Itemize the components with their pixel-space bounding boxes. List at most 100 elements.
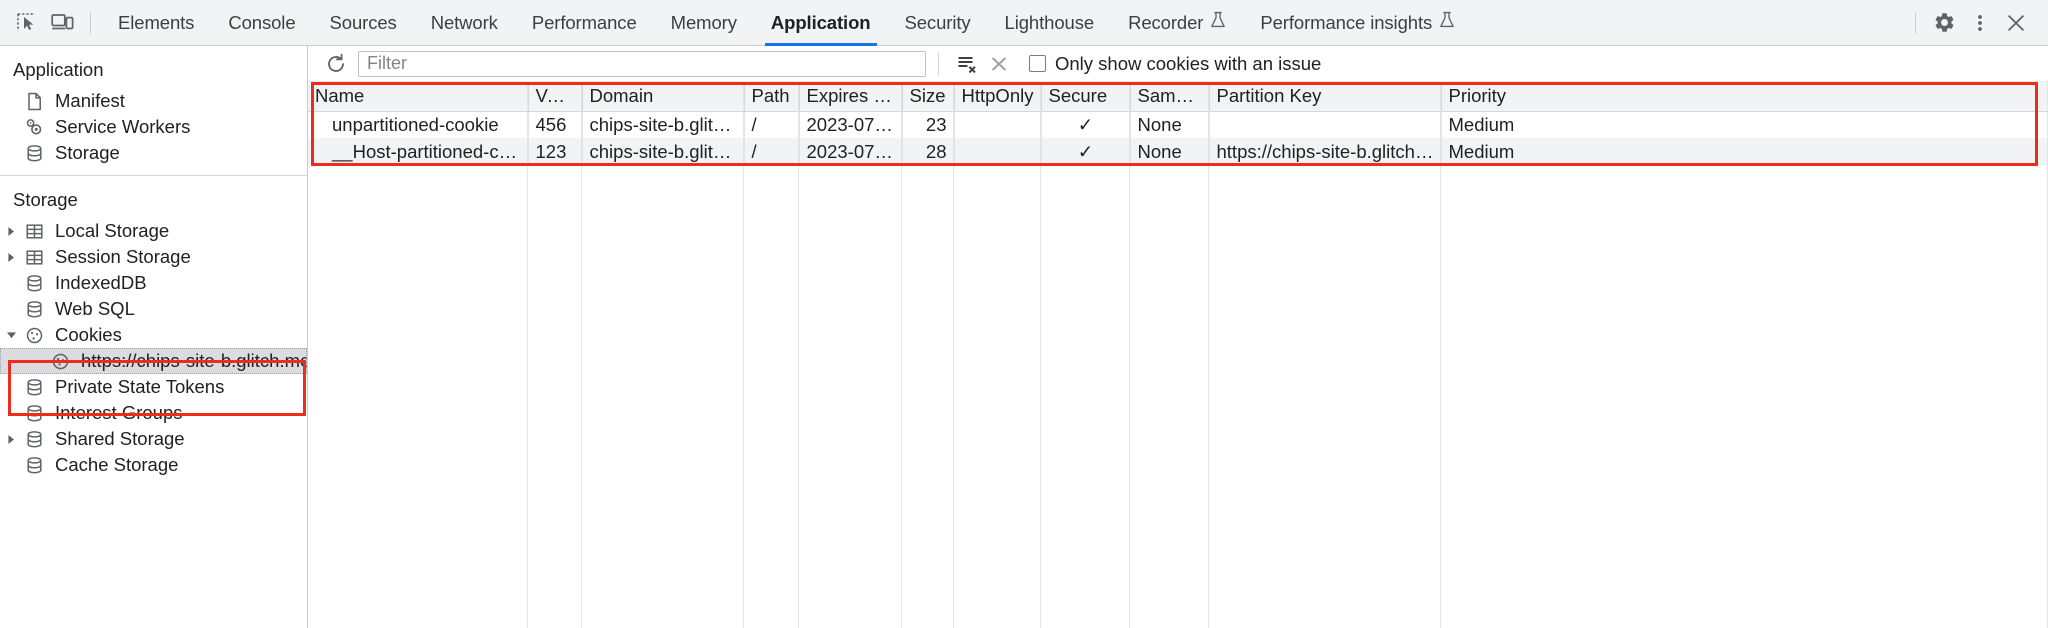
devtools-body: Application Manifest bbox=[0, 46, 2048, 628]
database-icon bbox=[22, 273, 46, 293]
column-header-name[interactable]: Name bbox=[308, 82, 529, 112]
column-header-value[interactable]: Value bbox=[528, 82, 583, 112]
tab-label: Console bbox=[228, 11, 296, 33]
toolbar-divider bbox=[938, 52, 939, 75]
sidebar-item-cache-storage[interactable]: Cache Storage bbox=[0, 452, 307, 478]
table-icon bbox=[22, 247, 46, 267]
chevron-right-icon[interactable] bbox=[3, 434, 20, 445]
column-header-httponly[interactable]: HttpOnly bbox=[954, 82, 1042, 112]
device-toolbar-icon[interactable] bbox=[44, 7, 80, 39]
panel-tabs: Elements Console Sources Network Perform… bbox=[101, 0, 1472, 46]
toolbar-divider bbox=[1915, 11, 1916, 34]
tab-lighthouse[interactable]: Lighthouse bbox=[988, 0, 1112, 46]
document-icon bbox=[22, 91, 46, 111]
cookies-table[interactable]: Name Value Domain Path Expires / M… Size… bbox=[308, 82, 2048, 165]
only-issues-checkbox[interactable]: Only show cookies with an issue bbox=[1029, 53, 1321, 75]
database-icon bbox=[22, 455, 46, 475]
sidebar-item-label: Cache Storage bbox=[55, 453, 179, 475]
clear-filtered-cookies-icon[interactable] bbox=[983, 50, 1015, 78]
column-header-secure[interactable]: Secure bbox=[1041, 82, 1131, 112]
cookies-table-container: Name Value Domain Path Expires / M… Size… bbox=[308, 82, 2048, 628]
sidebar-item-web-sql[interactable]: Web SQL bbox=[0, 296, 307, 322]
toolbar-right-actions bbox=[1905, 7, 2040, 39]
tab-label: Security bbox=[904, 11, 971, 33]
tab-application[interactable]: Application bbox=[754, 0, 888, 46]
cell-name: unpartitioned-cookie bbox=[308, 111, 529, 138]
database-icon bbox=[22, 377, 46, 397]
chevron-right-icon[interactable] bbox=[3, 226, 20, 237]
cookie-icon bbox=[22, 325, 46, 345]
sidebar-item-service-workers[interactable]: Service Workers bbox=[0, 114, 307, 140]
sidebar-item-label: Web SQL bbox=[55, 297, 135, 319]
cookies-panel: Only show cookies with an issue bbox=[308, 46, 2048, 628]
cell-path: / bbox=[744, 111, 800, 138]
cell-value: 456 bbox=[528, 111, 583, 138]
tab-label: Performance bbox=[531, 11, 637, 33]
sidebar-item-private-state-tokens[interactable]: Private State Tokens bbox=[0, 374, 307, 400]
toolbar-divider bbox=[90, 11, 91, 34]
checkbox-box[interactable] bbox=[1029, 55, 1046, 72]
tab-elements[interactable]: Elements bbox=[101, 0, 211, 46]
sidebar-item-label: Shared Storage bbox=[55, 427, 185, 449]
sidebar-item-label: https://chips-site-b.glitch.me bbox=[81, 349, 308, 371]
tab-performance[interactable]: Performance bbox=[515, 0, 654, 46]
sidebar-item-session-storage[interactable]: Session Storage bbox=[0, 244, 307, 270]
database-icon bbox=[22, 143, 46, 163]
cell-name: __Host-partitioned-cookie bbox=[308, 138, 529, 165]
tab-recorder[interactable]: Recorder bbox=[1111, 0, 1243, 46]
sidebar-section-title: Storage bbox=[13, 189, 78, 210]
cell-partition-key: https://chips-site-b.glitch.me bbox=[1209, 138, 1442, 165]
sidebar-item-interest-groups[interactable]: Interest Groups bbox=[0, 400, 307, 426]
tab-memory[interactable]: Memory bbox=[654, 0, 754, 46]
tab-sources[interactable]: Sources bbox=[313, 0, 414, 46]
column-header-size[interactable]: Size bbox=[902, 82, 955, 112]
chevron-down-icon[interactable] bbox=[3, 331, 20, 340]
cookie-icon bbox=[48, 351, 72, 371]
table-row[interactable]: __Host-partitioned-cookie 123 chips-site… bbox=[308, 138, 2048, 165]
sidebar-item-storage[interactable]: Storage bbox=[0, 140, 307, 166]
sidebar-item-cookie-origin[interactable]: https://chips-site-b.glitch.me bbox=[0, 348, 307, 374]
sidebar-item-indexeddb[interactable]: IndexedDB bbox=[0, 270, 307, 296]
cell-httponly bbox=[954, 138, 1042, 165]
column-header-priority[interactable]: Priority bbox=[1441, 82, 2048, 112]
cell-secure: ✓ bbox=[1041, 111, 1131, 138]
sidebar-item-shared-storage[interactable]: Shared Storage bbox=[0, 426, 307, 452]
tab-label: Application bbox=[770, 11, 871, 33]
sidebar-item-label: Service Workers bbox=[55, 115, 191, 137]
column-header-domain[interactable]: Domain bbox=[582, 82, 745, 112]
tab-console[interactable]: Console bbox=[211, 0, 312, 46]
more-options-icon[interactable] bbox=[1962, 7, 1998, 39]
gear-icon[interactable] bbox=[1926, 7, 1962, 39]
column-header-samesite[interactable]: SameSite bbox=[1130, 82, 1210, 112]
cookies-toolbar: Only show cookies with an issue bbox=[308, 46, 2048, 82]
cell-partition-key bbox=[1209, 111, 1442, 138]
devtools-tabbar: Elements Console Sources Network Perform… bbox=[0, 0, 2048, 46]
tab-performance-insights[interactable]: Performance insights bbox=[1243, 0, 1472, 46]
tab-security[interactable]: Security bbox=[888, 0, 988, 46]
sidebar-item-label: Interest Groups bbox=[55, 401, 183, 423]
database-icon bbox=[22, 429, 46, 449]
sidebar-item-label: Cookies bbox=[55, 323, 122, 345]
sidebar-item-manifest[interactable]: Manifest bbox=[0, 88, 307, 114]
cell-value: 123 bbox=[528, 138, 583, 165]
tab-label: Memory bbox=[670, 11, 737, 33]
filter-input[interactable] bbox=[358, 50, 926, 77]
tab-network[interactable]: Network bbox=[414, 0, 515, 46]
close-icon[interactable] bbox=[1998, 7, 2034, 39]
column-header-expires[interactable]: Expires / M… bbox=[799, 82, 903, 112]
tab-label: Elements bbox=[118, 11, 195, 33]
refresh-icon[interactable] bbox=[320, 50, 352, 78]
chevron-right-icon[interactable] bbox=[3, 252, 20, 263]
database-icon bbox=[22, 403, 46, 423]
cell-expires: 2023-07-07… bbox=[799, 138, 903, 165]
experiment-flask-icon bbox=[1439, 11, 1455, 34]
sidebar-item-label: Private State Tokens bbox=[55, 375, 225, 397]
column-header-path[interactable]: Path bbox=[744, 82, 800, 112]
column-header-partition-key[interactable]: Partition Key bbox=[1209, 82, 1442, 112]
sidebar-item-cookies[interactable]: Cookies bbox=[0, 322, 307, 348]
clear-all-cookies-icon[interactable] bbox=[951, 50, 983, 78]
sidebar-item-local-storage[interactable]: Local Storage bbox=[0, 218, 307, 244]
cell-expires: 2023-07-07… bbox=[799, 111, 903, 138]
inspect-element-icon[interactable] bbox=[8, 7, 44, 39]
table-row[interactable]: unpartitioned-cookie 456 chips-site-b.gl… bbox=[308, 111, 2048, 138]
